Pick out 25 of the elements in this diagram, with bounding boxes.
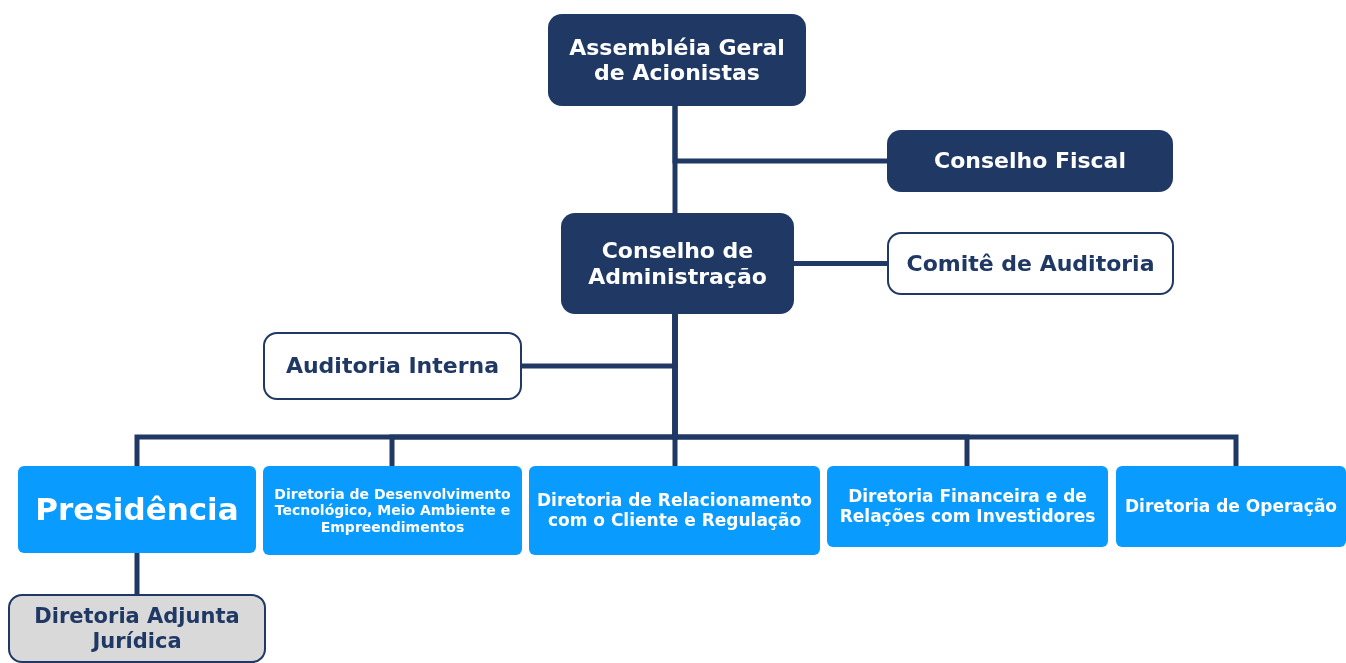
org-box — [827, 466, 1108, 547]
org-box — [561, 213, 794, 314]
org-box — [18, 466, 256, 553]
org-box — [887, 130, 1173, 192]
org-box — [548, 14, 806, 106]
box-label: Auditoria Interna — [285, 353, 500, 379]
org-box — [263, 466, 522, 555]
connector-line — [134, 553, 140, 594]
box-label: Presidência — [35, 491, 239, 528]
connector-line — [672, 106, 887, 164]
box-label: Conselho de Administração — [587, 238, 768, 289]
org-box — [1116, 466, 1346, 547]
box-label: Diretoria Financeira e de Relações com Investidores — [838, 486, 1097, 527]
org-box — [529, 466, 820, 555]
box-label: Diretoria de Operação — [1124, 496, 1338, 517]
box-label: Conselho Fiscal — [934, 148, 1126, 174]
org-box — [263, 332, 522, 400]
org-box — [887, 232, 1174, 295]
box-label: Diretoria de Desenvolvimento Tecnológico, Meio Ambiente e Empreendimentos — [273, 486, 512, 535]
box-label: Diretoria Adjunta Jurídica — [33, 604, 241, 653]
box-label: Diretoria de Relacionamento com o Cliente e Regulação — [535, 490, 814, 531]
connector-line — [794, 261, 887, 266]
box-label: Comitê de Auditoria — [906, 250, 1155, 277]
org-box — [8, 594, 266, 663]
box-label: Assembléia Geral de Acionistas — [568, 34, 786, 86]
